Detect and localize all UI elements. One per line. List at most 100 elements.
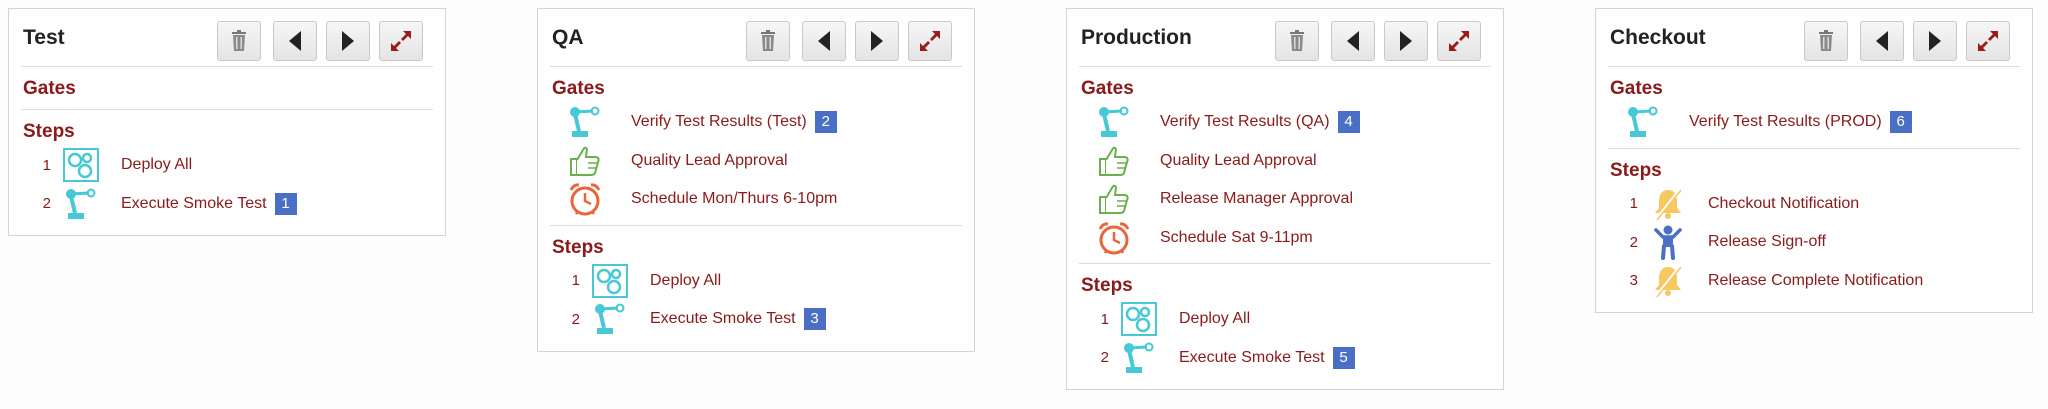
gate-item[interactable]: Verify Test Results (PROD)6: [1608, 103, 2020, 142]
robot-arm-icon: [1119, 340, 1159, 376]
move-right-button[interactable]: [326, 21, 370, 61]
step-label: Execute Smoke Test: [650, 310, 796, 328]
trash-icon: [1816, 30, 1836, 52]
gate-item[interactable]: Quality Lead Approval: [550, 142, 962, 181]
expand-button[interactable]: [379, 21, 423, 61]
steps-heading: Steps: [1610, 159, 1662, 181]
count-badge: 3: [803, 308, 826, 331]
arrow-right-icon: [1926, 29, 1944, 53]
expand-button[interactable]: [1437, 21, 1481, 61]
step-number: 2: [1100, 349, 1109, 367]
step-item[interactable]: 2 Execute Smoke Test 5: [1079, 339, 1491, 378]
move-right-button[interactable]: [855, 21, 899, 61]
expand-icon: [918, 29, 942, 53]
gate-item[interactable]: Schedule Sat 9-11pm: [1079, 219, 1491, 258]
delete-button[interactable]: [746, 21, 790, 61]
step-label: Deploy All: [1179, 310, 1251, 328]
panel-header: QA: [550, 9, 962, 67]
panel-toolbar: [746, 21, 952, 61]
delete-button[interactable]: [217, 21, 261, 61]
panel-title: Test: [23, 25, 65, 49]
panel-title: Checkout: [1610, 25, 1706, 49]
step-label: Deploy All: [650, 271, 722, 289]
robot-arm-icon: [590, 301, 630, 337]
gates-heading: Gates: [552, 78, 605, 99]
step-item[interactable]: 1 Deploy All: [1079, 300, 1491, 339]
trash-icon: [229, 30, 249, 52]
move-left-button[interactable]: [1860, 21, 1904, 61]
delete-button[interactable]: [1804, 21, 1848, 61]
deploy-icon: [590, 263, 630, 299]
bell-off-icon: [1648, 263, 1688, 299]
move-left-button[interactable]: [1331, 21, 1375, 61]
gate-label: Quality Lead Approval: [1160, 151, 1317, 169]
panel-title: QA: [552, 25, 584, 49]
gate-label: Schedule Mon/Thurs 6-10pm: [631, 190, 838, 208]
trash-icon: [758, 30, 778, 52]
thumbs-up-icon: [1094, 143, 1134, 179]
section-divider: [21, 109, 433, 110]
expand-button[interactable]: [1966, 21, 2010, 61]
gate-item[interactable]: Verify Test Results (QA)4: [1079, 103, 1491, 142]
step-number: 1: [1629, 195, 1638, 213]
expand-icon: [1447, 29, 1471, 53]
delete-button[interactable]: [1275, 21, 1319, 61]
robot-arm-icon: [1094, 104, 1134, 140]
step-number: 1: [1100, 310, 1109, 328]
count-badge: 5: [1332, 346, 1355, 369]
steps-heading: Steps: [552, 236, 604, 258]
expand-icon: [1976, 29, 2000, 53]
person-icon: [1648, 224, 1688, 261]
step-number: 2: [1629, 233, 1638, 251]
section-divider: [1079, 263, 1491, 264]
robot-arm-icon: [61, 186, 101, 222]
gate-item[interactable]: Release Manager Approval: [1079, 180, 1491, 219]
gate-label: Schedule Sat 9-11pm: [1160, 228, 1313, 246]
move-right-button[interactable]: [1384, 21, 1428, 61]
panel-toolbar: [1804, 21, 2010, 61]
gates-heading: Gates: [1610, 78, 1663, 99]
panel-header: Checkout: [1608, 9, 2020, 67]
thumbs-up-icon: [565, 143, 605, 179]
section-divider: [1608, 147, 2020, 149]
count-badge: 2: [814, 111, 837, 134]
gate-label: Verify Test Results (PROD): [1689, 113, 1882, 131]
alarm-clock-icon: [1094, 220, 1134, 256]
trash-icon: [1287, 30, 1307, 52]
expand-button[interactable]: [908, 21, 952, 61]
gate-item[interactable]: Schedule Mon/Thurs 6-10pm: [550, 180, 962, 219]
gate-label: Release Manager Approval: [1160, 190, 1354, 208]
step-number: 1: [42, 156, 51, 174]
step-label: Release Complete Notification: [1708, 271, 1924, 289]
alarm-clock-icon: [565, 181, 605, 217]
move-left-button[interactable]: [802, 21, 846, 61]
arrow-right-icon: [1397, 29, 1415, 53]
count-badge: 4: [1337, 111, 1360, 134]
bell-off-icon: [1648, 186, 1688, 222]
arrow-left-icon: [1873, 29, 1891, 53]
steps-heading: Steps: [23, 121, 75, 142]
panel-header: Test: [21, 9, 433, 67]
panel-toolbar: [1275, 21, 1481, 61]
robot-arm-icon: [565, 104, 605, 140]
gate-item[interactable]: Verify Test Results (Test) 2: [550, 103, 962, 142]
thumbs-up-icon: [1094, 181, 1134, 217]
gate-label: Verify Test Results (Test): [631, 113, 807, 131]
step-label: Execute Smoke Test: [121, 194, 267, 212]
arrow-right-icon: [868, 29, 886, 53]
gate-label: Quality Lead Approval: [631, 151, 788, 169]
move-left-button[interactable]: [273, 21, 317, 61]
arrow-right-icon: [339, 29, 357, 53]
step-label: Execute Smoke Test: [1179, 348, 1325, 366]
gate-item[interactable]: Quality Lead Approval: [1079, 142, 1491, 181]
count-badge: 1: [274, 192, 297, 215]
move-right-button[interactable]: [1913, 21, 1957, 61]
